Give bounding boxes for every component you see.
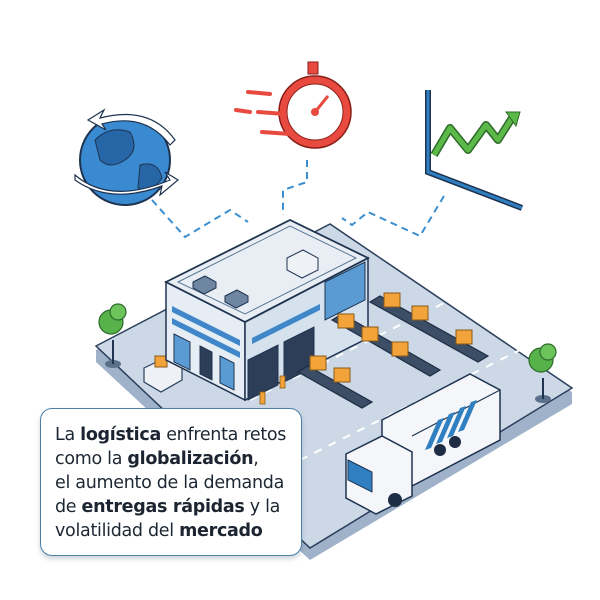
warehouse-building (163, 218, 371, 405)
caption-text: el aumento de la demanda (55, 473, 284, 493)
caption-text: , (253, 449, 259, 469)
caption-text: La (55, 425, 81, 445)
caption-keyword-logistica: logística (80, 425, 161, 445)
caption-keyword-mercado: mercado (179, 521, 263, 541)
package-pallet-icon (143, 355, 183, 393)
delivery-truck (345, 373, 501, 515)
caption-line-2: como la globalización, (55, 447, 293, 471)
stopwatch-icon (234, 61, 352, 149)
caption-text: de (55, 497, 82, 517)
caption-text: enfrenta retos (160, 425, 287, 445)
caption-text: volatilidad del (55, 521, 180, 541)
caption-line-4: de entregas rápidas y la (55, 495, 293, 519)
tree-right-icon (528, 343, 557, 403)
caption-text: y la (244, 497, 281, 517)
caption-keyword-globalizacion: globalización (127, 449, 254, 469)
tree-left-icon (98, 303, 127, 368)
caption-line-3: el aumento de la demanda (55, 471, 293, 495)
caption-text: como la (55, 449, 128, 469)
caption-card: La logística enfrenta retos como la glob… (40, 408, 302, 556)
caption-line-5: volatilidad del mercado (55, 519, 293, 543)
globe-icon (74, 108, 180, 206)
rising-chart-icon (425, 90, 524, 211)
cardboard-boxes (309, 292, 473, 383)
caption-line-1: La logística enfrenta retos (55, 423, 293, 447)
dashed-connectors (151, 160, 445, 239)
caption-keyword-entregas-rapidas: entregas rápidas (81, 497, 245, 517)
